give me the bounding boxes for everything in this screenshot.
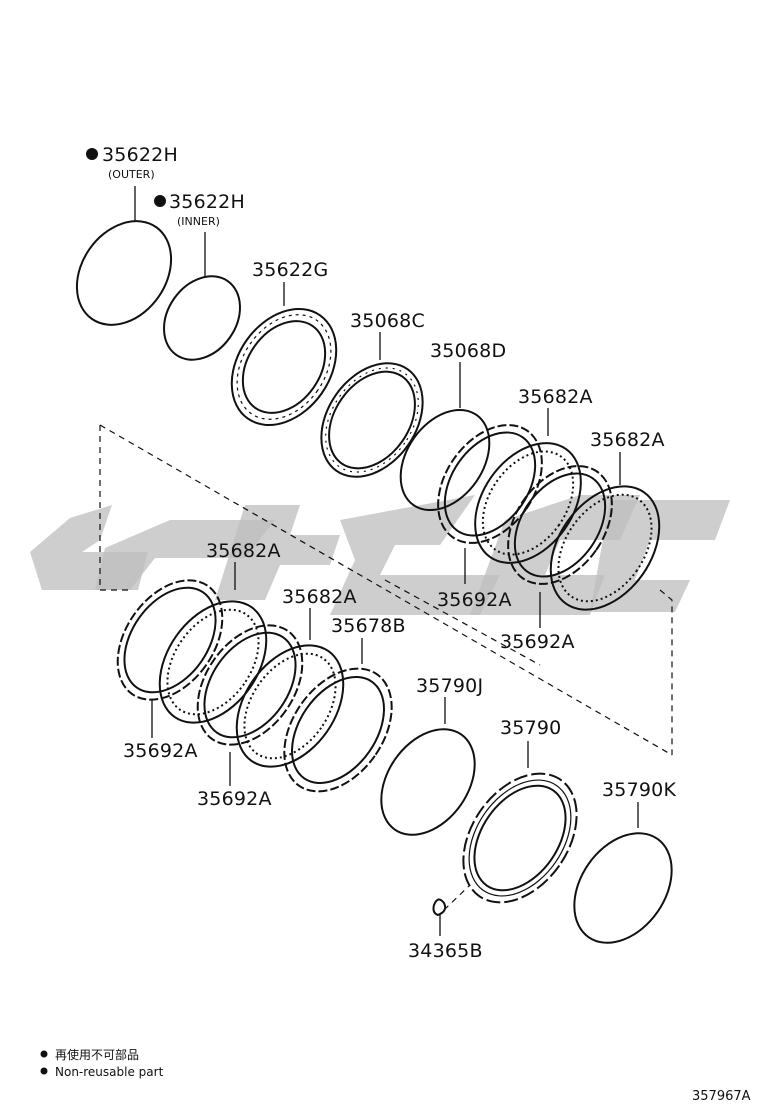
non-reusable-bullet-inner xyxy=(154,195,166,207)
part-label-plate-a3: 35682A xyxy=(206,540,281,562)
legend-line-2: Non-reusable part xyxy=(55,1065,164,1079)
leader-lines xyxy=(134,186,639,936)
non-reusable-bullet-outer xyxy=(86,148,98,160)
part-sublabel-inner: (INNER) xyxy=(177,215,220,228)
lower-clutch-pack xyxy=(116,579,393,793)
upper-clutch-pack xyxy=(437,424,661,611)
spring-retainer xyxy=(320,362,424,478)
part-sublabel-outer: (OUTER) xyxy=(108,168,155,181)
clip-34365b xyxy=(432,884,471,917)
part-label-plate-a1: 35682A xyxy=(518,386,593,408)
part-label-clip: 34365B xyxy=(408,940,483,962)
part-label-disc-4: 35692A xyxy=(197,788,272,810)
part-label-snapring-j: 35790J xyxy=(416,675,483,697)
legend: 再使用不可部品 Non-reusable part xyxy=(40,1047,164,1079)
part-label-retainer: 35068C xyxy=(350,310,425,332)
snap-ring-35790k xyxy=(573,832,673,944)
part-label-inner-oring: 35622H xyxy=(169,191,245,213)
inner-o-ring xyxy=(163,275,241,361)
part-label-sleeve: 35790 xyxy=(500,717,561,739)
part-label-plate-b: 35678B xyxy=(331,615,406,637)
part-label-disc-1: 35692A xyxy=(437,589,512,611)
part-label-snapring-d: 35068D xyxy=(430,340,506,362)
snap-ring-35068d xyxy=(399,408,491,512)
outer-o-ring xyxy=(75,220,173,326)
part-label-piston: 35622G xyxy=(252,259,328,281)
legend-bullet-2 xyxy=(40,1067,48,1075)
legend-line-1: 再使用不可部品 xyxy=(55,1047,139,1062)
diagram-code: 357967A xyxy=(692,1089,751,1104)
snap-ring-35790j xyxy=(380,728,476,836)
legend-bullet-1 xyxy=(40,1050,48,1058)
assembly-boundary xyxy=(99,424,673,756)
part-label-plate-a4: 35682A xyxy=(282,586,357,608)
part-label-snapring-k: 35790K xyxy=(602,779,676,801)
reaction-sleeve xyxy=(462,772,578,904)
watermark-logo xyxy=(30,495,730,615)
part-label-plate-a2: 35682A xyxy=(590,429,665,451)
part-label-outer-oring: 35622H xyxy=(102,144,178,166)
part-label-disc-2: 35692A xyxy=(500,631,575,653)
part-label-disc-3: 35692A xyxy=(123,740,198,762)
piston xyxy=(230,308,338,426)
